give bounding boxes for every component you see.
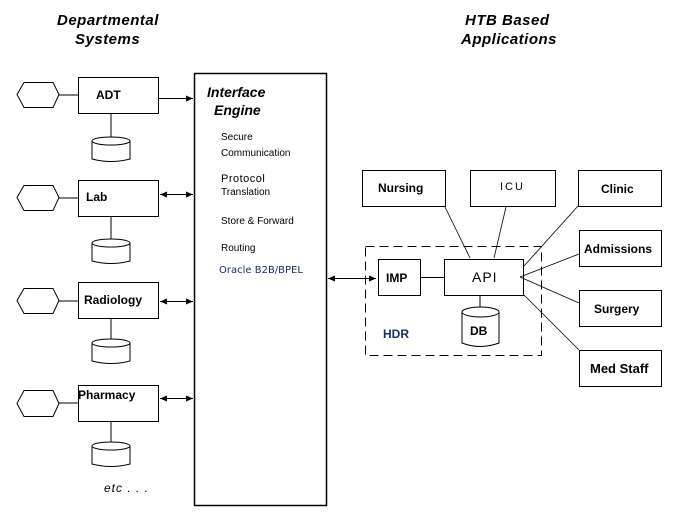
- function-line: Communication: [221, 148, 291, 159]
- api-box: [444, 259, 524, 296]
- header-line: Systems: [75, 31, 141, 48]
- interface-engine-box: [193, 72, 328, 507]
- clinic-label: Clinic: [601, 182, 634, 196]
- icu-box: [470, 170, 556, 207]
- link-api-admissions: [519, 253, 580, 278]
- pharmacy-label: Pharmacy: [78, 388, 136, 402]
- header-line: Applications: [461, 31, 558, 48]
- function-secure-communication: Secure Communication: [221, 131, 290, 161]
- imp-box: [378, 259, 421, 296]
- link-api-nursing: [444, 206, 471, 259]
- function-line: Protocol: [221, 173, 266, 185]
- title-line: Engine: [214, 102, 261, 118]
- hdr-container: [365, 246, 542, 356]
- admissions-label: Admissions: [584, 242, 653, 256]
- radiology-label: Radiology: [84, 293, 143, 307]
- header-line: HTB Based: [465, 12, 550, 29]
- function-line: Translation: [221, 187, 271, 198]
- adt-group: [16, 77, 193, 162]
- radiology-box: [78, 282, 159, 319]
- pharmacy-group: [16, 385, 193, 467]
- nursing-box: [362, 170, 446, 207]
- lab-group: [16, 180, 193, 264]
- terminal-hexagon-pharmacy: [16, 390, 60, 417]
- link-api-clinic: [523, 205, 579, 267]
- lab-box: [78, 180, 159, 217]
- surgery-box: [579, 290, 662, 327]
- adt-label: ADT: [96, 88, 121, 102]
- function-routing: Routing: [221, 243, 256, 254]
- link-api-med-staff: [523, 294, 580, 351]
- function-protocol-translation: Protocol Translation: [221, 172, 270, 200]
- database-icon-adt: [91, 136, 131, 162]
- nursing-label: Nursing: [378, 181, 424, 195]
- pharmacy-box: [78, 385, 159, 422]
- link-api-surgery: [519, 276, 580, 304]
- surgery-label: Surgery: [594, 302, 640, 316]
- database-icon-lab: [91, 238, 131, 264]
- departmental-systems-header: Departmental Systems: [57, 11, 159, 49]
- platform-label: Oracle B2B/BPEL: [219, 265, 303, 276]
- function-line: Secure: [221, 132, 253, 143]
- terminal-hexagon-radiology: [16, 288, 60, 314]
- db-label: DB: [470, 324, 488, 338]
- database-icon-radiology: [91, 338, 131, 364]
- title-line: Interface: [207, 84, 266, 100]
- terminal-hexagon-adt: [16, 82, 60, 108]
- med-staff-box: [579, 350, 662, 387]
- admissions-box: [579, 230, 662, 267]
- adt-box: [78, 77, 159, 114]
- header-line: Departmental: [57, 12, 159, 29]
- med-staff-label: Med Staff: [590, 361, 649, 376]
- api-label: API: [472, 269, 498, 285]
- lab-label: Lab: [86, 190, 108, 204]
- terminal-hexagon-lab: [16, 185, 60, 211]
- link-api-icu: [493, 206, 507, 259]
- etc-label: etc . . .: [104, 481, 150, 495]
- database-icon-pharmacy: [91, 441, 131, 467]
- radiology-group: [16, 282, 193, 364]
- hdr-label: HDR: [383, 327, 409, 341]
- htb-applications-header: HTB Based Applications: [461, 11, 557, 49]
- database-icon-hdr: [461, 306, 500, 347]
- clinic-box: [578, 170, 662, 207]
- interface-engine-title: Interface Engine: [207, 83, 265, 119]
- imp-label: IMP: [386, 271, 408, 285]
- icu-label: ICU: [500, 181, 525, 193]
- function-store-forward: Store & Forward: [221, 216, 294, 227]
